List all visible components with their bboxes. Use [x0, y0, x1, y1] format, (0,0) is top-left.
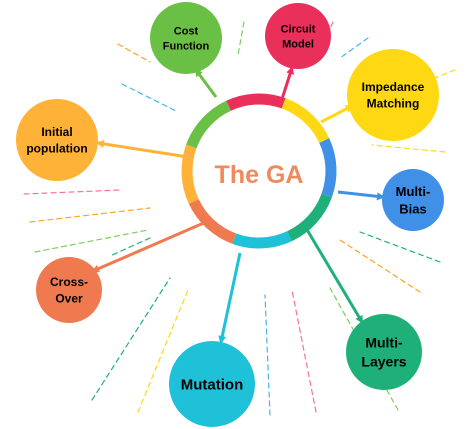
mutation-node: Mutation	[169, 341, 255, 427]
center-ring	[181, 93, 337, 249]
mutation-arrow	[218, 252, 242, 344]
impedance-matching-arrow	[320, 104, 354, 124]
multi-bias-label: Multi-	[396, 184, 431, 199]
decorative-ray	[91, 277, 171, 401]
circuit-model-arrow	[280, 66, 294, 100]
circuit-model-circle	[265, 3, 331, 69]
cost-function-label: Function	[163, 40, 210, 52]
decorative-ray	[359, 231, 441, 263]
decorative-ray	[121, 83, 179, 113]
cost-function-label: Cost	[174, 25, 199, 37]
cross-over-circle	[36, 257, 102, 323]
initial-population-label: population	[26, 141, 87, 155]
impedance-matching-circle	[347, 49, 439, 141]
decorative-ray	[371, 144, 446, 153]
decorative-ray	[339, 37, 369, 59]
initial-population-label: Initial	[41, 125, 72, 139]
multi-bias-arrow	[337, 190, 385, 201]
mutation-circle	[169, 341, 255, 427]
cross-over-node: Cross- Over	[36, 257, 102, 323]
decorative-ray	[137, 289, 189, 413]
mutation-label: Mutation	[181, 376, 243, 393]
multi-layers-node: Multi- Layers	[346, 314, 422, 390]
multi-layers-arrow	[304, 227, 364, 324]
impedance-matching-label: Impedance	[362, 80, 425, 94]
decorative-ray	[23, 189, 121, 195]
decorative-ray	[29, 207, 151, 223]
ring-segment	[281, 98, 330, 144]
ring-segment	[319, 138, 337, 198]
multi-bias-circle	[382, 169, 444, 231]
circuit-model-label: Circuit	[281, 23, 316, 35]
ring-segment	[286, 193, 332, 242]
multi-bias-node: Multi- Bias	[382, 169, 444, 231]
cross-over-label: Over	[55, 291, 83, 305]
center-title: The GA	[215, 161, 304, 189]
initial-population-circle	[16, 99, 98, 181]
ring-segment	[232, 231, 292, 249]
decorative-ray	[117, 43, 151, 63]
impedance-matching-label: Matching	[367, 96, 420, 110]
decorative-ray	[291, 289, 317, 413]
multi-layers-label: Layers	[361, 353, 406, 369]
decorative-ray	[109, 237, 151, 257]
decorative-ray	[237, 21, 245, 56]
ring-segment	[188, 198, 237, 244]
cost-function-arrow	[194, 68, 218, 98]
multi-bias-label: Bias	[399, 201, 426, 216]
cross-over-arrow	[91, 220, 207, 273]
connector-arrows	[91, 66, 385, 344]
ring-segment	[186, 100, 232, 149]
initial-population-node: Initial population	[16, 99, 98, 181]
decorative-ray	[339, 239, 421, 293]
multi-layers-circle	[346, 314, 422, 390]
ring-segment	[226, 93, 286, 111]
decorative-ray	[264, 294, 271, 416]
circuit-model-label: Model	[282, 38, 314, 50]
multi-layers-label: Multi-	[365, 334, 403, 350]
initial-population-arrow	[96, 139, 189, 159]
center-disc	[192, 104, 326, 238]
decorative-ray	[34, 229, 149, 253]
cost-function-circle	[150, 2, 222, 74]
ring-segment	[181, 144, 199, 204]
cross-over-label: Cross-	[50, 275, 88, 289]
